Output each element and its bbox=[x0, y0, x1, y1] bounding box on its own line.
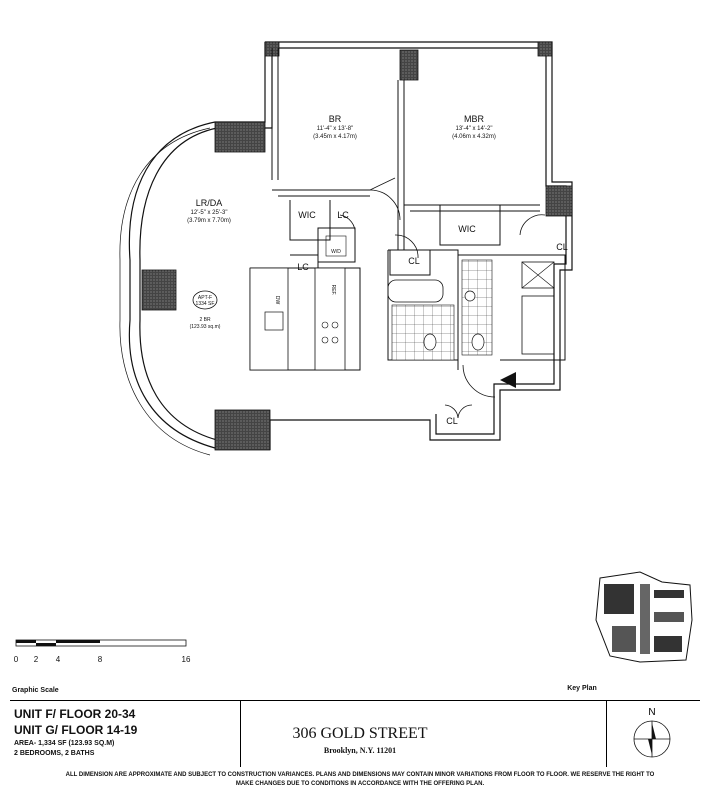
title-block: UNIT F/ FLOOR 20-34 UNIT G/ FLOOR 14-19 … bbox=[10, 700, 700, 797]
room-label-br: BR bbox=[329, 114, 342, 124]
divider-right bbox=[606, 701, 607, 767]
closet-label-wic-br: WIC bbox=[298, 210, 316, 220]
scale-tick-4: 4 bbox=[56, 655, 61, 664]
scale-tick-2: 2 bbox=[34, 655, 39, 664]
room-dim-metric-lrda: (3.79m x 7.70m) bbox=[187, 218, 231, 224]
scale-tick-0: 0 bbox=[14, 655, 19, 664]
refrigerator-label: REF. bbox=[330, 285, 336, 296]
unit-f-label: UNIT F/ FLOOR 20-34 bbox=[14, 707, 136, 721]
floor-plan: BR 11'-4" x 13'-8" (3.45m x 4.17m) MBR 1… bbox=[12, 41, 693, 694]
graphic-scale: 0 2 4 8 16 Graphic Scale bbox=[12, 639, 191, 694]
dishwasher-label: DW bbox=[274, 296, 280, 305]
entry-arrow-icon bbox=[500, 372, 516, 388]
key-plan-label: Key Plan bbox=[567, 685, 597, 692]
washer-dryer-label: W/D bbox=[331, 249, 341, 255]
door-swings bbox=[339, 177, 546, 419]
closet-label-cl-mbr: CL bbox=[556, 242, 568, 252]
exterior-walls bbox=[119, 41, 573, 456]
room-dim-metric-br: (3.45m x 4.17m) bbox=[313, 134, 357, 140]
closet-label-lc-2: LC bbox=[297, 262, 309, 272]
closet-label-lc-1: LC bbox=[337, 210, 349, 220]
badge-sf: 1334 SF bbox=[196, 301, 215, 307]
closet-label-cl-bath: CL bbox=[408, 256, 420, 266]
room-dim-br: 11'-4" x 13'-8" bbox=[317, 126, 353, 132]
scale-tick-8: 8 bbox=[98, 655, 103, 664]
unit-g-label: UNIT G/ FLOOR 14-19 bbox=[14, 723, 138, 737]
closet-label-wic-mbr: WIC bbox=[458, 224, 476, 234]
scale-tick-16: 16 bbox=[182, 655, 191, 664]
closet-label-cl-entry: CL bbox=[446, 416, 458, 426]
badge-apt: APT-F bbox=[198, 295, 212, 301]
badge-br: 2 BR bbox=[199, 317, 211, 323]
room-label-lrda: LR/DA bbox=[196, 198, 223, 208]
apartment-badge bbox=[192, 290, 218, 310]
divider-left bbox=[240, 701, 241, 767]
north-arrow-icon: N bbox=[633, 707, 671, 758]
disclaimer-text: ALL DIMENSION ARE APPROXIMATE AND SUBJEC… bbox=[65, 772, 655, 787]
room-dim-lrda: 12'-5" x 25'-3" bbox=[191, 210, 228, 216]
building-city: Brooklyn, N.Y. 11201 bbox=[323, 746, 397, 755]
north-label: N bbox=[648, 707, 655, 718]
key-plan: Key Plan bbox=[567, 571, 693, 692]
structural-columns bbox=[141, 41, 573, 451]
scale-label: Graphic Scale bbox=[12, 687, 59, 694]
building-address: 306 GOLD STREET bbox=[292, 725, 428, 742]
room-dim-mbr: 13'-4" x 14'-2" bbox=[456, 126, 493, 132]
badge-sqm: (123.93 sq.m) bbox=[190, 324, 221, 330]
fixtures bbox=[249, 235, 555, 371]
room-dim-metric-mbr: (4.06m x 4.32m) bbox=[452, 134, 496, 140]
area-label: AREA- 1,334 SF (123.93 SQ.M) bbox=[14, 740, 115, 747]
room-label-mbr: MBR bbox=[464, 114, 485, 124]
bedrooms-label: 2 BEDROOMS, 2 BATHS bbox=[14, 750, 95, 757]
interior-walls bbox=[249, 48, 566, 371]
